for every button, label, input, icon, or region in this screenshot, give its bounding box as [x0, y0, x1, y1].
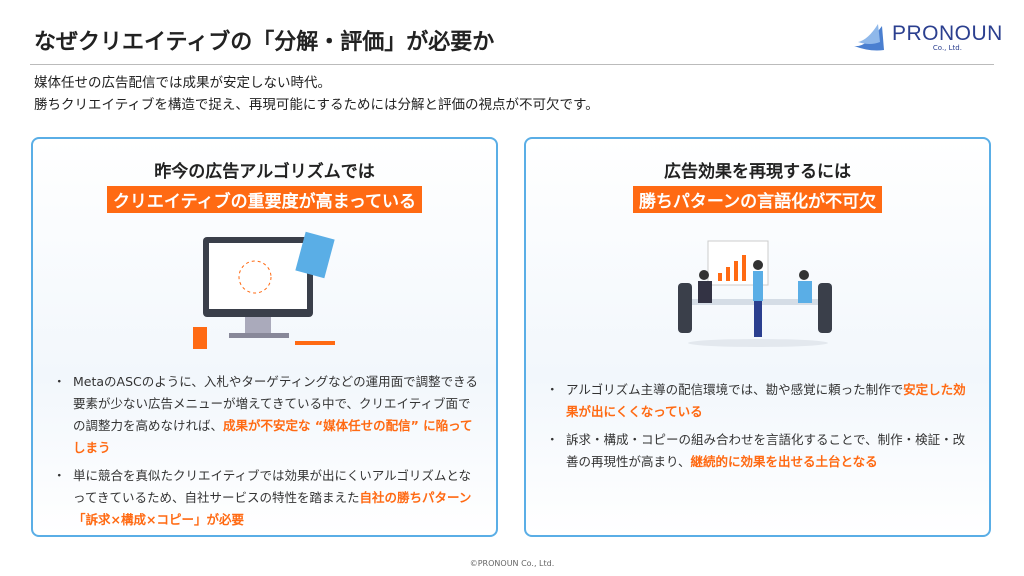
list-item: アルゴリズム主導の配信環境では、勘や感覚に頼った制作で安定した効果が出にくくなっ…	[546, 379, 973, 423]
team-meeting-illustration	[677, 240, 832, 347]
card-highlight: 勝ちパターンの言語化が不可欠	[632, 186, 883, 213]
bullet-list: アルゴリズム主導の配信環境では、勘や感覚に頼った制作で安定した効果が出にくくなっ…	[546, 379, 973, 479]
bullet-list: MetaのASCのように、入札やターゲティングなどの運用面で調整できる要素が少な…	[53, 371, 480, 537]
card-heading: 昨今の広告アルゴリズムでは	[154, 162, 375, 182]
logo-wave-icon	[854, 24, 884, 51]
copyright-footer: ©PRONOUN Co., Ltd.	[469, 559, 555, 568]
list-item: MetaのASCのように、入札やターゲティングなどの運用面で調整できる要素が少な…	[53, 371, 480, 459]
intro-text: 媒体任せの広告配信では成果が安定しない時代。 勝ちクリエイティブを構造で捉え、再…	[34, 75, 599, 113]
card-heading: 広告効果を再現するには	[664, 162, 851, 182]
list-item: 訴求・構成・コピーの組み合わせを言語化することで、制作・検証・改善の再現性が高ま…	[546, 429, 973, 473]
page-title: なぜクリエイティブの「分解・評価」が必要か	[34, 30, 495, 55]
title-divider	[30, 64, 994, 65]
card-highlight: クリエイティブの重要度が高まっている	[106, 186, 423, 213]
creative-design-illustration	[192, 231, 335, 349]
list-item: 単に競合を真似たクリエイティブでは効果が出にくいアルゴリズムとなってきているため…	[53, 465, 480, 531]
